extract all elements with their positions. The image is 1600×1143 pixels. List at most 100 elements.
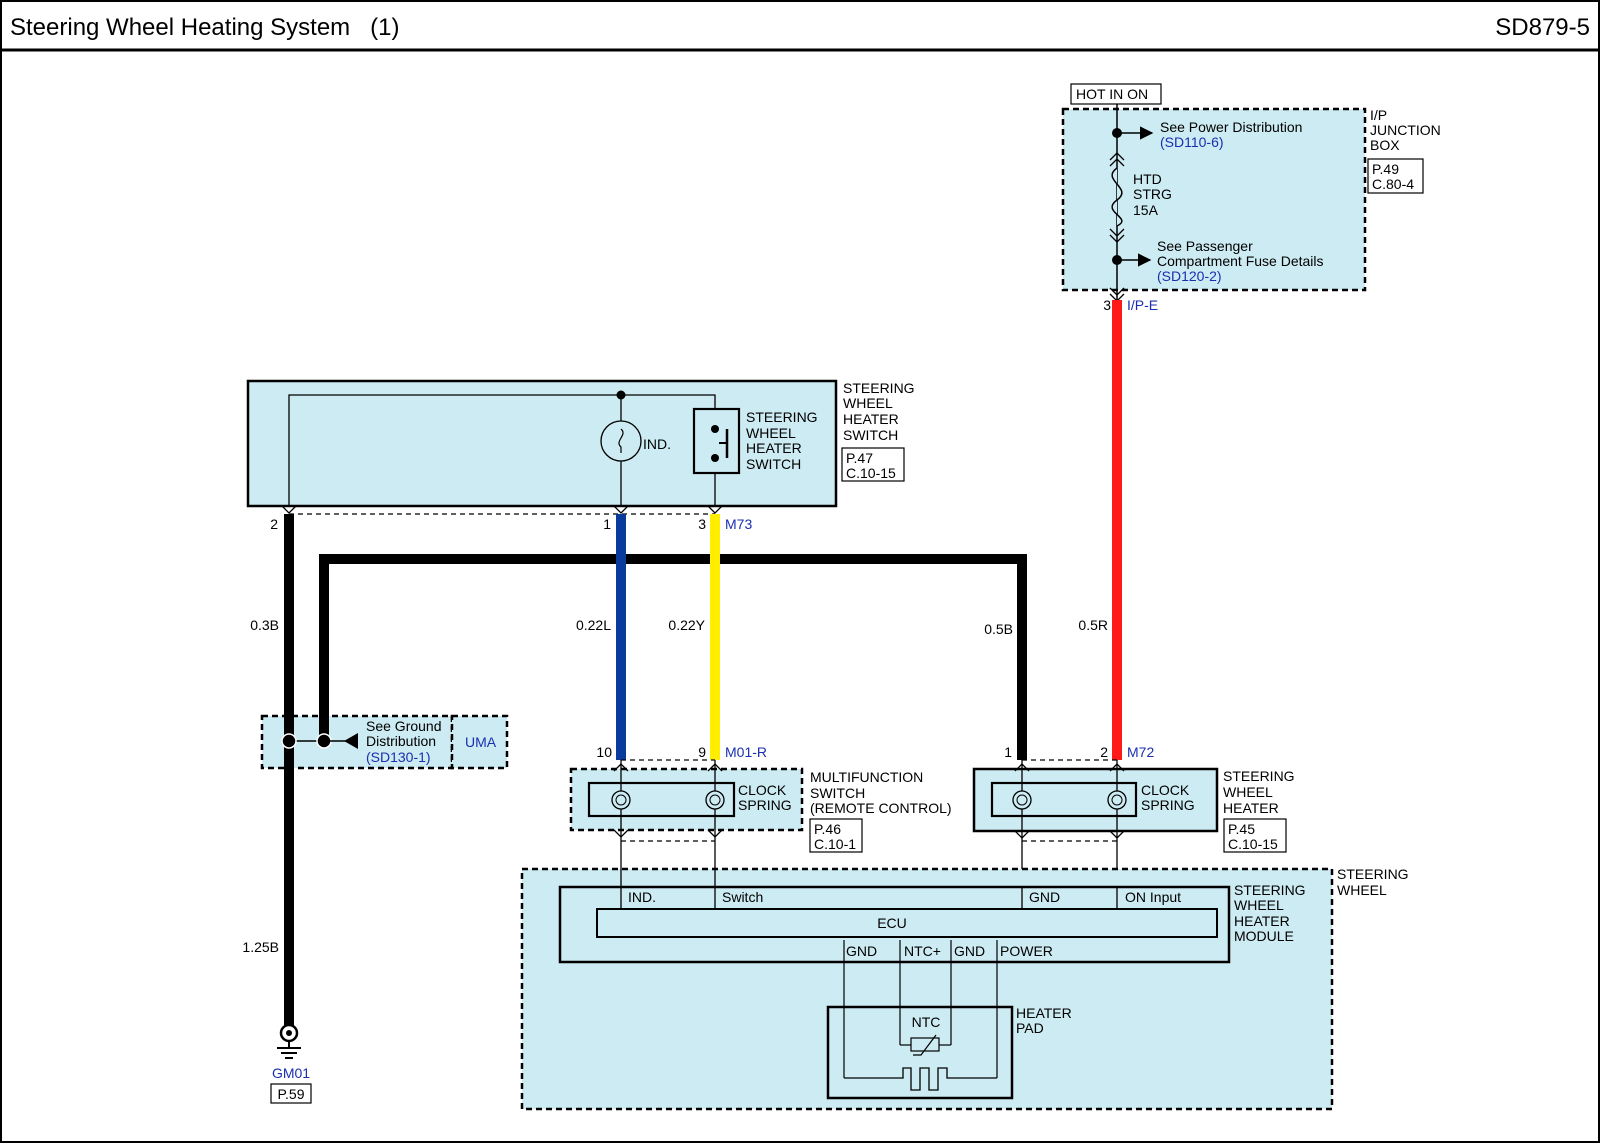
ntc-label: NTC [912, 1014, 941, 1030]
swh-name-2: WHEEL [1223, 784, 1273, 800]
jbox-name-2: JUNCTION [1370, 122, 1441, 138]
ground-dist-text-2: Distribution [366, 733, 436, 749]
ecu-label: ECU [877, 915, 907, 931]
swh-name-1: STEERING [1223, 768, 1295, 784]
junction-box: HOT IN ON See Power Distribution (SD110-… [1061, 83, 1441, 313]
jbox-ref-2: C.80-4 [1372, 176, 1414, 192]
ground-gm01: GM01 P.59 [270, 1023, 312, 1104]
mfs-ref-1: P.46 [814, 821, 841, 837]
swh-ref-2: C.10-15 [1228, 836, 1278, 852]
switch-ref-1: P.47 [846, 450, 873, 466]
pad-name-2: PAD [1016, 1020, 1044, 1036]
indicator-lamp-icon [600, 420, 642, 462]
switch-inner-1: STEERING [746, 409, 818, 425]
power-dist-text: See Power Distribution [1160, 119, 1302, 135]
fuse-line-2: STRG [1133, 186, 1172, 202]
page-code: SD879-5 [1495, 14, 1590, 41]
module-name-3: HEATER [1234, 913, 1290, 929]
switch-pin-3: 3 [698, 516, 706, 532]
fuse-line-3: 15A [1133, 202, 1159, 218]
switch-inner-3: HEATER [746, 440, 802, 456]
swh-name-3: HEATER [1223, 800, 1279, 816]
output-ntc: NTC+ [904, 943, 941, 959]
heating-element-icon [844, 1067, 997, 1091]
module-name-1: STEERING [1234, 882, 1306, 898]
mfs-name-1: MULTIFUNCTION [810, 769, 923, 785]
mfs-name-3: (REMOTE CONTROL) [810, 800, 952, 816]
ground-ref: P.59 [278, 1086, 305, 1102]
switch-name-4: SWITCH [843, 427, 898, 443]
pass-fuse-text-2: Compartment Fuse Details [1157, 253, 1324, 269]
mfs-clock-2: SPRING [738, 797, 792, 813]
input-ind: IND. [628, 889, 656, 905]
switch-pin-2: 2 [270, 516, 278, 532]
sw-name-2: WHEEL [1337, 882, 1387, 898]
swh-connector: M72 [1127, 744, 1154, 760]
splice-point [281, 733, 297, 749]
ground-distribution: See Ground Distribution (SD130-1) UMA [260, 714, 509, 770]
clock-spring-coil-icon [1107, 790, 1127, 810]
ind-label: IND. [643, 436, 671, 452]
output-gnd-1: GND [846, 943, 877, 959]
jbox-ref-1: P.49 [1372, 161, 1399, 177]
wire-label-125b: 1.25B [242, 939, 279, 955]
swh-clock-1: CLOCK [1141, 782, 1190, 798]
switch-connector: M73 [725, 516, 752, 532]
steering-wheel-module: STEERING WHEEL IND. Switch GND ON Input … [520, 866, 1409, 1111]
swh-ref-1: P.45 [1228, 821, 1255, 837]
wire-label-022l: 0.22L [576, 617, 611, 633]
ground-dist-arrow-icon [344, 733, 358, 749]
ground-id: GM01 [272, 1065, 310, 1081]
wire-label-05r: 0.5R [1078, 617, 1108, 633]
jbox-name-3: BOX [1370, 137, 1400, 153]
wire-label-022y: 0.22Y [668, 617, 705, 633]
swh-pin-1: 1 [1004, 744, 1012, 760]
output-gnd-2: GND [954, 943, 985, 959]
input-on: ON Input [1125, 889, 1181, 905]
pad-name-1: HEATER [1016, 1005, 1072, 1021]
ground-dist-link[interactable]: (SD130-1) [366, 749, 431, 765]
output-power: POWER [1000, 943, 1053, 959]
clock-spring-coil-icon [1012, 790, 1032, 810]
switch-ref-2: C.10-15 [846, 465, 896, 481]
swh-pin-2: 2 [1100, 744, 1108, 760]
wires [284, 300, 1122, 1025]
fuse-symbol [1111, 167, 1123, 227]
mfs-connector: M01-R [725, 744, 767, 760]
switch-contact-icon [692, 407, 741, 475]
sw-name-1: STEERING [1337, 866, 1409, 882]
module-name-4: MODULE [1234, 928, 1294, 944]
input-switch: Switch [722, 889, 763, 905]
jbox-connector: I/P-E [1127, 297, 1158, 313]
mfs-ref-2: C.10-1 [814, 836, 856, 852]
mfs-name-2: SWITCH [810, 785, 865, 801]
switch-inner-4: SWITCH [746, 456, 801, 472]
multifunction-clock-spring: 10 9 M01-R CLOCK SPRING MULTIFUNCTION SW… [569, 744, 952, 869]
clock-spring-coil-icon [611, 790, 631, 810]
mfs-pin-10: 10 [596, 744, 612, 760]
mfs-clock-1: CLOCK [738, 782, 787, 798]
jbox-pin: 3 [1103, 297, 1111, 313]
mfs-pin-9: 9 [698, 744, 706, 760]
pass-fuse-link[interactable]: (SD120-2) [1157, 268, 1222, 284]
heater-switch: IND. STEERING WHEEL HEATER SWITCH STEERI… [246, 379, 915, 532]
switch-name-1: STEERING [843, 380, 915, 396]
switch-name-2: WHEEL [843, 395, 893, 411]
switch-inner-2: WHEEL [746, 425, 796, 441]
wire-label-05b: 0.5B [984, 621, 1013, 637]
clock-spring-coil-icon [705, 790, 725, 810]
power-dist-link[interactable]: (SD110-6) [1160, 134, 1224, 150]
ground-dist-tag: UMA [465, 734, 497, 750]
module-name-2: WHEEL [1234, 897, 1284, 913]
switch-name-3: HEATER [843, 411, 899, 427]
jbox-name-1: I/P [1370, 107, 1387, 123]
fuse-line-1: HTD [1133, 171, 1162, 187]
wire-05b [319, 554, 1027, 760]
switch-pin-1: 1 [603, 516, 611, 532]
wire-label-03b: 0.3B [250, 617, 279, 633]
input-gnd: GND [1029, 889, 1060, 905]
swh-clock-2: SPRING [1141, 797, 1195, 813]
